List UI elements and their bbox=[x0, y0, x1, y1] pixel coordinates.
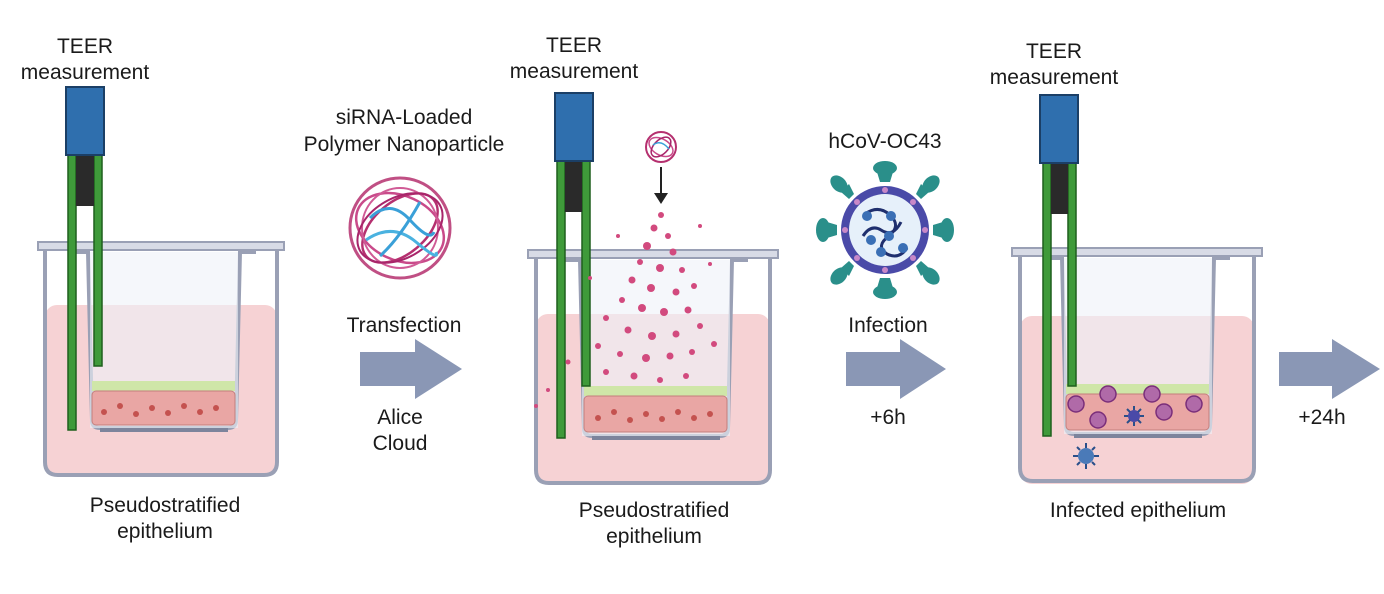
step-2: hCoV-OC43 bbox=[816, 130, 954, 429]
step-title-line2: Polymer Nanoparticle bbox=[304, 133, 505, 156]
arrow-icon bbox=[360, 339, 462, 399]
step-note-line2: Cloud bbox=[373, 432, 428, 455]
membrane bbox=[1074, 434, 1202, 438]
mucus-layer bbox=[92, 381, 235, 391]
teer-label-line1: TEER bbox=[546, 34, 602, 57]
teer-label-line1: TEER bbox=[1026, 40, 1082, 63]
nanoparticle-icon bbox=[645, 131, 677, 163]
teer-label-line2: measurement bbox=[21, 61, 150, 84]
virus-icon bbox=[1073, 443, 1099, 469]
epithelial-cells bbox=[583, 395, 728, 433]
teer-label-line1: TEER bbox=[57, 35, 113, 58]
infected-particles bbox=[1067, 385, 1203, 429]
virus-icon bbox=[816, 161, 954, 299]
panel-3: TEER measurement bbox=[990, 40, 1263, 522]
teer-label-line2: measurement bbox=[990, 66, 1119, 89]
down-arrow-icon bbox=[654, 167, 668, 204]
mucus-layer bbox=[1066, 384, 1209, 394]
step-action: Transfection bbox=[347, 314, 462, 337]
arrow-icon bbox=[846, 339, 946, 399]
transwell-well bbox=[527, 249, 779, 485]
step-title-line1: siRNA-Loaded bbox=[336, 106, 473, 129]
caption-line2: epithelium bbox=[117, 520, 213, 543]
particle-spray bbox=[534, 212, 717, 408]
arrow-icon bbox=[1279, 339, 1380, 399]
membrane bbox=[592, 436, 720, 440]
teer-probe bbox=[1039, 94, 1079, 437]
caption-line1: Pseudostratified bbox=[90, 494, 241, 517]
teer-label-line2: measurement bbox=[510, 60, 639, 83]
panel-2: TEER measurement bbox=[510, 34, 779, 548]
teer-probe bbox=[65, 86, 105, 431]
step-1: siRNA-Loaded Polymer Nanoparticle Transf… bbox=[304, 106, 505, 455]
step-note-line1: +6h bbox=[870, 406, 906, 429]
membrane bbox=[100, 428, 228, 432]
caption-line1: Pseudostratified bbox=[579, 499, 730, 522]
epithelial-cells bbox=[91, 390, 236, 426]
nanoparticle-icon bbox=[348, 176, 452, 280]
panel-1: TEER measurement bbox=[21, 35, 285, 543]
mucus-layer bbox=[584, 386, 727, 396]
step-3: +24h bbox=[1279, 339, 1380, 429]
teer-probe bbox=[554, 92, 594, 439]
transwell-well bbox=[37, 241, 285, 477]
step-title-line1: hCoV-OC43 bbox=[828, 130, 941, 153]
step-note-line1: Alice bbox=[377, 406, 423, 429]
step-note-line1: +24h bbox=[1298, 406, 1345, 429]
caption-line1: Infected epithelium bbox=[1050, 499, 1226, 522]
step-action: Infection bbox=[848, 314, 927, 337]
caption-line2: epithelium bbox=[606, 525, 702, 548]
virus-icon bbox=[1124, 406, 1144, 426]
